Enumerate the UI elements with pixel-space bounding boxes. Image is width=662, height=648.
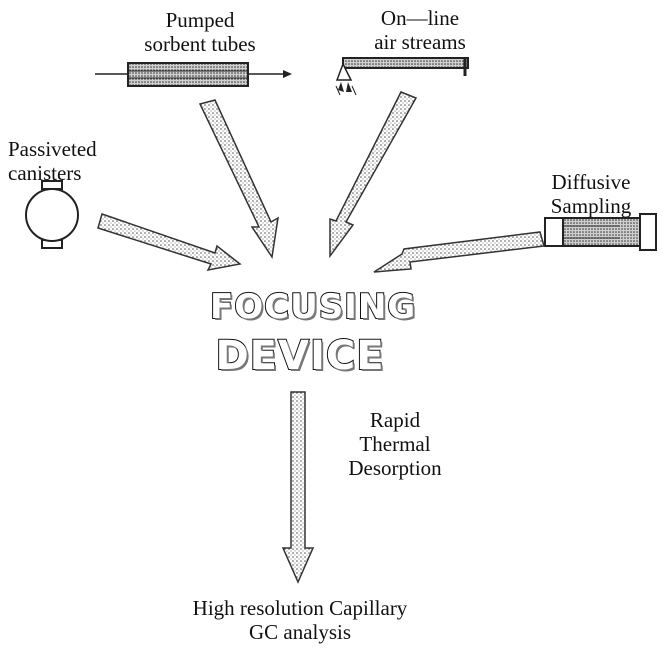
arrow-from-diffusive — [373, 231, 545, 273]
air-stream-pipe-icon — [335, 57, 469, 96]
device-title: DEVICE — [214, 333, 385, 379]
arrow-from-canisters — [97, 213, 242, 272]
label-rapid-thermal-desorption: Rapid Thermal Desorption — [348, 408, 442, 480]
flow-arrows — [97, 91, 545, 584]
arrow-from-sorbent-tubes — [198, 99, 279, 260]
label-diffusive-sampling: Diffusive Sampling — [550, 170, 632, 218]
label-gc-analysis: High resolution Capillary GC analysis — [192, 596, 408, 644]
label-pumped-sorbent-tubes: Pumped sorbent tubes — [144, 8, 256, 56]
arrow-from-air-streams — [329, 91, 418, 259]
label-online-air-streams: On—line air streams — [374, 6, 466, 54]
sorbent-tube-icon — [95, 62, 292, 87]
focusing-title: FOCUSING — [209, 287, 417, 327]
diffusive-sampler-icon — [544, 213, 657, 251]
canister-icon — [25, 180, 79, 249]
arrow-to-gc-analysis — [281, 391, 315, 584]
label-passiveted-canisters: Passiveted canisters — [8, 137, 97, 185]
